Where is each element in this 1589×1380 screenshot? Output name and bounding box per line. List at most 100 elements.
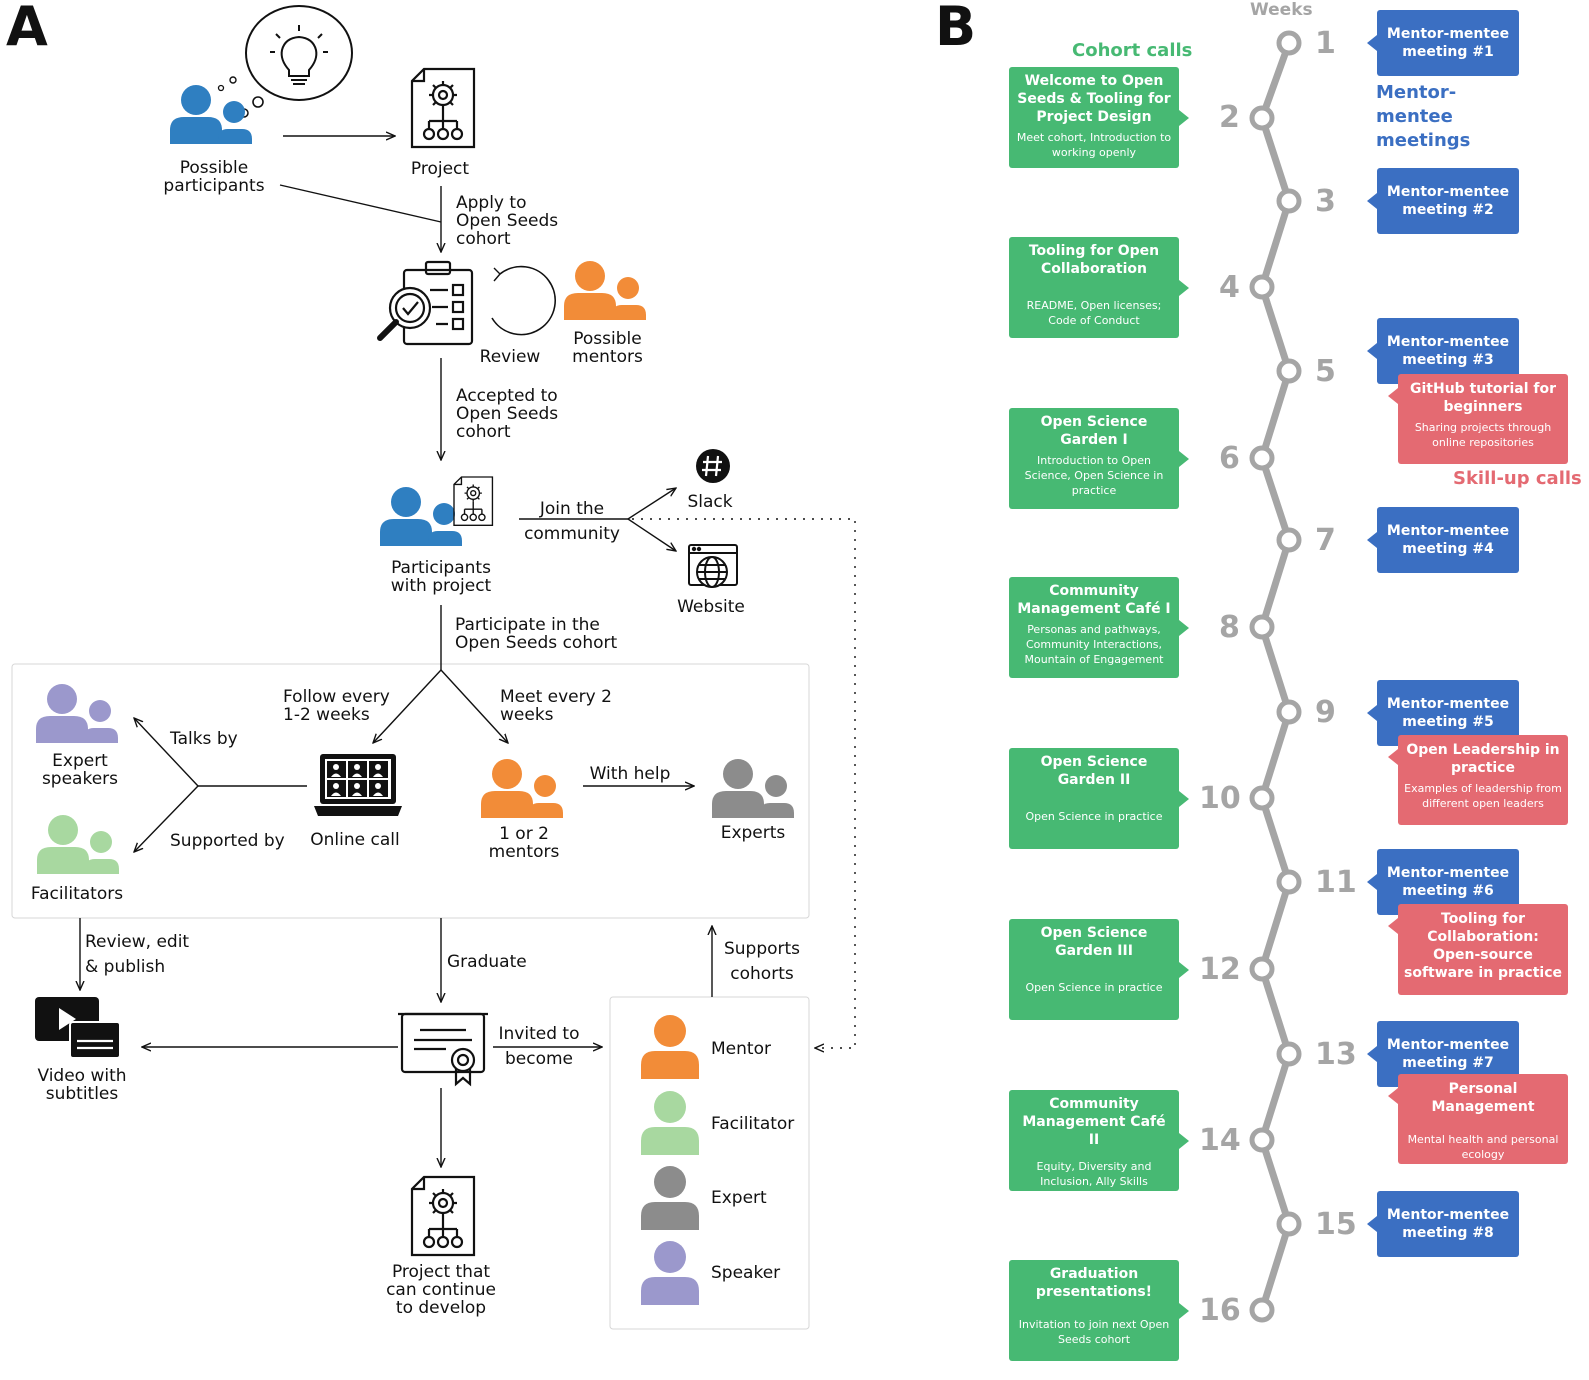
week-14: 14 bbox=[1199, 1123, 1241, 1158]
video-subtitles-icon bbox=[35, 997, 121, 1059]
review-edit-label: Review, edit & publish bbox=[85, 932, 190, 977]
cohort-call-title: Open Science Garden III bbox=[1040, 925, 1148, 959]
arrow-to-slack bbox=[627, 488, 676, 520]
skillup-title: Tooling for Collaboration: Open-source s… bbox=[1404, 911, 1562, 981]
skillup-title: Personal Management bbox=[1431, 1081, 1535, 1115]
mentor-meeting-card: Mentor-mentee meeting #2 bbox=[1367, 168, 1519, 234]
skillup-sub: Examples of leadership from different op… bbox=[1404, 782, 1562, 810]
week-15: 15 bbox=[1315, 1207, 1357, 1242]
panel-b-letter: B bbox=[935, 0, 977, 58]
cohort-call-sub: Open Science in practice bbox=[1025, 810, 1163, 823]
week-9: 9 bbox=[1315, 695, 1336, 730]
arrow-to-mentors bbox=[440, 669, 508, 743]
cohort-call-sub: Introduction to Open Science, Open Scien… bbox=[1024, 454, 1164, 497]
role-facilitator-label: Facilitator bbox=[711, 1114, 795, 1134]
timeline-nodes bbox=[1249, 30, 1302, 1323]
possible-mentors-icon bbox=[564, 261, 646, 320]
skillup-sub: Sharing projects through online reposito… bbox=[1414, 421, 1552, 449]
project-document-icon bbox=[410, 67, 476, 149]
slack-label: Slack bbox=[687, 492, 733, 512]
arrow-to-website bbox=[627, 518, 676, 551]
week-6: 6 bbox=[1219, 441, 1240, 476]
skillup-title: GitHub tutorial for beginners bbox=[1410, 381, 1556, 415]
review-label: Review bbox=[479, 347, 541, 367]
skillup-card: GitHub tutorial for beginners Sharing pr… bbox=[1388, 374, 1568, 464]
week-4: 4 bbox=[1219, 270, 1240, 305]
idea-bubble-icon bbox=[217, 5, 353, 118]
cohort-call-title: Welcome to Open Seeds & Tooling for Proj… bbox=[1017, 73, 1171, 125]
cohort-call-card: Open Science Garden III Open Science in … bbox=[1009, 919, 1189, 1020]
supports-cohorts-label: Supports cohorts bbox=[723, 939, 801, 984]
cohort-call-sub: Open Science in practice bbox=[1025, 981, 1163, 994]
experts-label: Experts bbox=[720, 823, 786, 843]
meet-every-label: Meet every 2 weeks bbox=[500, 687, 612, 725]
participate-label: Participate in the Open Seeds cohort bbox=[455, 615, 618, 653]
week-12: 12 bbox=[1199, 952, 1241, 987]
week-5: 5 bbox=[1315, 354, 1336, 389]
mentor-meeting-card: Mentor-mentee meeting #1 bbox=[1367, 10, 1519, 76]
cohort-call-title: Community Management Café I bbox=[1017, 583, 1171, 617]
possible-participants-label: Possible participants bbox=[163, 158, 265, 196]
timeline-zigzag bbox=[1258, 41, 1293, 1312]
skillup-card: Open Leadership in practice Examples of … bbox=[1388, 735, 1568, 825]
cohort-call-sub: Meet cohort, Introduction to working ope… bbox=[1016, 131, 1172, 159]
week-2: 2 bbox=[1219, 100, 1240, 135]
possible-participants-icon bbox=[170, 85, 252, 144]
online-call-label: Online call bbox=[310, 830, 400, 850]
week-3: 3 bbox=[1315, 184, 1336, 219]
cohort-call-card: Community Management Café I Personas and… bbox=[1009, 577, 1189, 678]
mentors-count-label: 1 or 2 mentors bbox=[488, 824, 560, 862]
week-13: 13 bbox=[1315, 1037, 1357, 1072]
cohort-box bbox=[11, 663, 810, 919]
cohort-call-sub: Equity, Diversity and Inclusion, Ally Sk… bbox=[1036, 1160, 1152, 1188]
apply-label: Apply to Open Seeds cohort bbox=[456, 193, 559, 249]
cohort-call-card: Open Science Garden I Introduction to Op… bbox=[1009, 408, 1189, 509]
website-icon bbox=[688, 544, 738, 588]
invited-label: Invited to become bbox=[498, 1024, 580, 1069]
mentor-meeting-card: Mentor-mentee meeting #3 bbox=[1367, 318, 1519, 384]
week-7: 7 bbox=[1315, 523, 1336, 558]
talks-by-label: Talks by bbox=[170, 729, 238, 749]
week-10: 10 bbox=[1199, 781, 1241, 816]
cohort-call-title: Graduation presentations! bbox=[1035, 1266, 1153, 1300]
cohort-call-title: Open Science Garden I bbox=[1040, 414, 1148, 448]
line-participants-apply bbox=[279, 184, 442, 223]
skillup-title: Open Leadership in practice bbox=[1406, 742, 1560, 776]
accepted-label: Accepted to Open Seeds cohort bbox=[456, 386, 559, 442]
review-cycle-icon bbox=[491, 265, 556, 336]
expert-speakers-label: Expert speakers bbox=[41, 751, 119, 789]
skillup-sub: Mental health and personal ecology bbox=[1407, 1133, 1559, 1161]
role-expert-label: Expert bbox=[711, 1188, 767, 1208]
online-call-laptop-icon bbox=[314, 754, 402, 816]
supported-by-label: Supported by bbox=[170, 831, 285, 851]
participant-project-doc-icon bbox=[453, 476, 494, 527]
mentor-meeting-card: Mentor-mentee meeting #8 bbox=[1367, 1191, 1519, 1257]
project-continue-label: Project that can continue to develop bbox=[386, 1262, 496, 1318]
arrow-to-online-call bbox=[373, 669, 442, 743]
dotted-community-to-roles bbox=[632, 518, 856, 1048]
cohort-call-card: Open Science Garden II Open Science in p… bbox=[1009, 748, 1189, 849]
skillup-card: Personal Management Mental health and pe… bbox=[1388, 1074, 1568, 1164]
join-community-label: Join the community bbox=[524, 499, 620, 544]
arrow-to-facilitators bbox=[134, 785, 199, 852]
facilitators-label: Facilitators bbox=[30, 884, 124, 904]
panel-a-letter: A bbox=[6, 0, 48, 58]
mentor-meeting-card: Mentor-mentee meeting #4 bbox=[1367, 507, 1519, 573]
role-mentor-label: Mentor bbox=[711, 1039, 771, 1059]
certificate-icon bbox=[398, 1012, 488, 1087]
participants-with-project-label: Participants with project bbox=[390, 558, 492, 596]
slack-icon bbox=[696, 449, 730, 483]
possible-mentors-label: Possible mentors bbox=[572, 329, 643, 367]
follow-every-label: Follow every 1-2 weeks bbox=[283, 687, 390, 725]
participants-with-project-icon bbox=[380, 487, 462, 546]
cohort-call-sub: Personas and pathways, Community Interac… bbox=[1024, 623, 1164, 666]
cohort-calls-title: Cohort calls bbox=[1072, 40, 1193, 61]
week-1: 1 bbox=[1315, 26, 1336, 61]
video-label: Video with subtitles bbox=[37, 1066, 127, 1104]
with-help-label: With help bbox=[589, 764, 671, 784]
mentor-meetings-title: Mentor-mentee meetings bbox=[1376, 82, 1471, 151]
cohort-call-sub: Invitation to join next Open Seeds cohor… bbox=[1018, 1318, 1170, 1346]
cohort-call-title: Community Management Café II bbox=[1022, 1096, 1166, 1148]
cohort-call-title: Open Science Garden II bbox=[1040, 754, 1148, 788]
